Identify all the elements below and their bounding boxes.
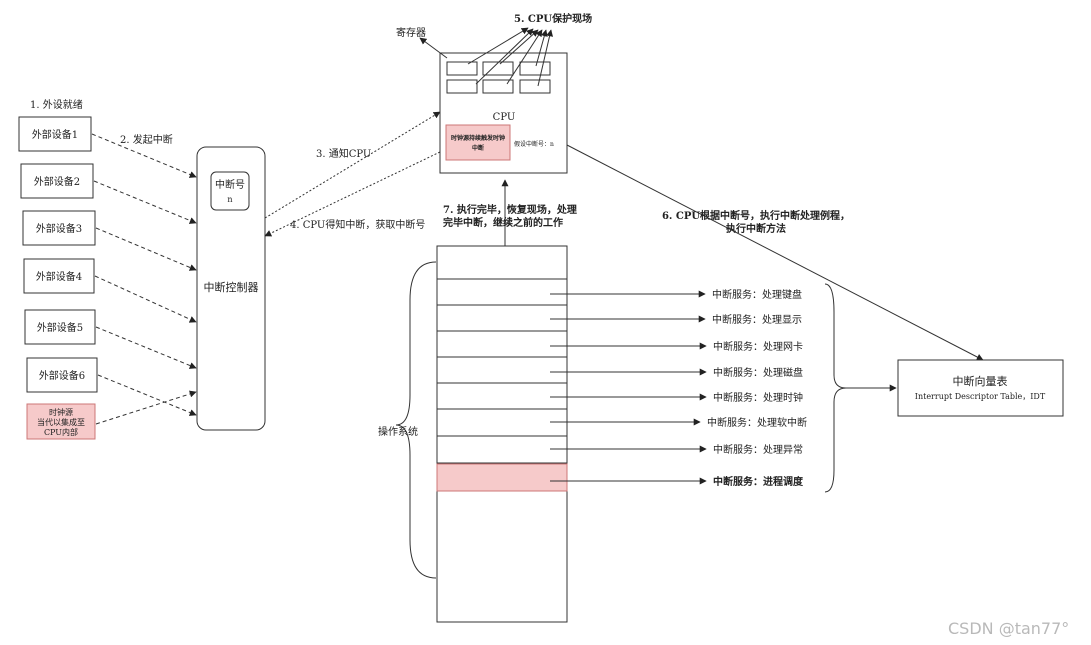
device-box [22, 210, 96, 246]
dashed-arrow [94, 275, 197, 323]
save-context-arrows [467, 27, 553, 87]
os-label: 操作系统 [378, 425, 418, 438]
dashed-arrow [95, 390, 197, 425]
register-cell [519, 79, 551, 94]
interrupt-number-box [210, 171, 250, 211]
device-box [24, 309, 96, 345]
fetch-number-arrow [264, 151, 441, 237]
dashed-arrow [95, 227, 197, 271]
cpu-label: CPU [493, 112, 516, 123]
os-brace [395, 261, 437, 579]
save-arrow [535, 29, 548, 67]
register-cell [446, 79, 478, 94]
save-arrow [467, 27, 529, 65]
interrupt-controller-box [196, 146, 266, 431]
registers-pointer [419, 37, 448, 59]
device-label: 外部设备5 [37, 321, 83, 334]
scheduler-slot [436, 463, 568, 492]
device-label: 外部设备2 [34, 175, 80, 188]
step-4-label: 4. CPU得知中断，获取中断号 [290, 218, 425, 231]
idt-title: 中断向量表 [953, 374, 1008, 388]
service-label: 中断服务：处理软中断 [707, 416, 807, 429]
device-box [23, 258, 95, 294]
cpu-clock-note: 中断 [472, 144, 484, 152]
service-label: 中断服务：处理磁盘 [713, 366, 803, 379]
cpu-clock-note-box [445, 124, 511, 161]
save-arrow [499, 29, 539, 65]
interrupt-number-label: 中断号 [215, 178, 245, 191]
save-arrow [475, 28, 534, 85]
register-cell [446, 61, 478, 76]
watermark: CSDN @tan77° [948, 619, 1069, 638]
device-box [20, 163, 94, 199]
step-6-label: 6. CPU根据中断号，执行中断处理例程， [662, 209, 850, 222]
step-7-label: 7. 执行完毕，恢复现场，处理 [443, 203, 577, 216]
device-box [26, 357, 98, 393]
idt-box [897, 359, 1064, 417]
register-grid [446, 61, 551, 94]
os-memory-column [436, 245, 568, 623]
interrupt-number-value: n [227, 195, 232, 204]
step-6-label: 执行中断方法 [726, 222, 786, 235]
save-arrow [506, 29, 543, 85]
service-list: 中断服务：处理键盘 中断服务：处理显示 中断服务：处理网卡 中断服务：处理磁盘 … [550, 288, 807, 488]
step-1-label: 1. 外设就绪 [30, 98, 83, 111]
device-label: 外部设备3 [36, 222, 82, 235]
step-2-label: 2. 发起中断 [120, 133, 173, 146]
service-label: 中断服务：处理时钟 [713, 391, 803, 404]
step-5-label: 5. CPU保护现场 [514, 12, 592, 25]
save-arrow [537, 29, 553, 87]
register-cell [482, 61, 514, 76]
service-label: 中断服务：处理键盘 [712, 288, 802, 301]
register-cell [519, 61, 551, 76]
interrupt-controller-label: 中断控制器 [204, 280, 259, 294]
cpu-assume-number: 假设中断号：n [514, 140, 554, 148]
device-label: 外部设备4 [36, 270, 82, 283]
register-cell [482, 79, 514, 94]
dashed-arrow [91, 133, 197, 178]
device-box [18, 116, 92, 152]
services-brace [824, 283, 847, 493]
clock-source-line: 当代以集成至 [37, 417, 85, 427]
dashed-arrow [95, 326, 197, 369]
device-list: 外部设备1 外部设备2 外部设备3 外部设备4 外部设备5 外部设备6 时钟源 … [18, 116, 98, 440]
dispatch-arrow [566, 144, 984, 361]
clock-source-line: CPU内部 [44, 427, 78, 437]
dashed-arrow [97, 374, 197, 416]
service-label: 中断服务：处理网卡 [713, 340, 803, 353]
device-to-controller-arrows [91, 133, 197, 425]
service-label: 中断服务：进程调度 [713, 475, 804, 488]
idt-subtitle: Interrupt Descriptor Table，IDT [915, 392, 1046, 401]
registers-label: 寄存器 [396, 26, 426, 39]
service-slots [436, 278, 568, 492]
dashed-arrow [93, 180, 197, 224]
step-7-label: 完毕中断，继续之前的工作 [443, 216, 563, 229]
device-label: 外部设备6 [39, 369, 85, 382]
step-3-label: 3. 通知CPU [316, 147, 371, 160]
clock-source-box [26, 403, 96, 440]
clock-source-line: 时钟源 [49, 407, 73, 417]
cpu-clock-note: 时钟源持续触发时钟 [451, 134, 505, 142]
service-label: 中断服务：处理显示 [712, 313, 802, 326]
service-label: 中断服务：处理异常 [713, 443, 803, 456]
device-label: 外部设备1 [32, 128, 78, 141]
